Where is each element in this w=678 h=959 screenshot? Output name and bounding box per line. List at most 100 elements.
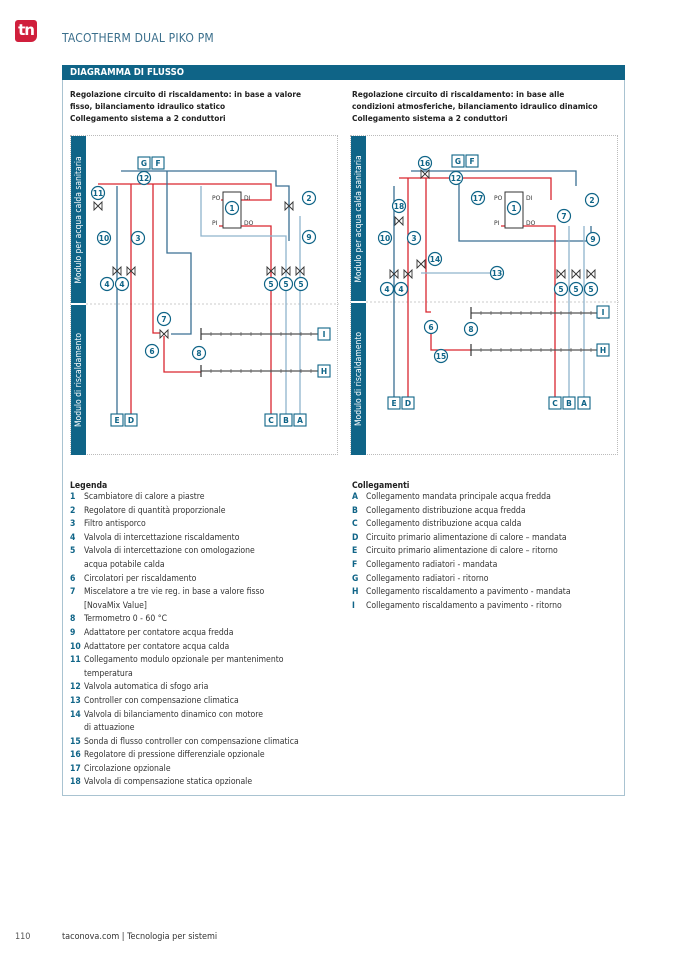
- legend-text: Filtro antisporco: [84, 518, 146, 532]
- port-label: D: [405, 399, 411, 408]
- component-10: 10: [380, 234, 390, 243]
- component-16: 16: [420, 159, 430, 168]
- component-4: 4: [119, 280, 124, 289]
- component-2: 2: [306, 194, 311, 203]
- document-title: TACOTHERM DUAL PIKO PM: [62, 31, 214, 45]
- component-marker: [433, 348, 449, 364]
- valve-icon: [159, 328, 169, 340]
- title-line: Collegamento sistema a 2 conduttori: [70, 113, 226, 123]
- legend-text-line: Collegamento modulo opzionale per manten…: [84, 655, 284, 666]
- hx-port-label: PI: [212, 220, 218, 227]
- legend-text-line: Collegamento distribuzione acqua calda: [366, 519, 522, 530]
- component-marker: [568, 281, 584, 297]
- component-8: 8: [196, 349, 201, 358]
- legend-text: Collegamento mandata principale acqua fr…: [366, 491, 551, 505]
- component-marker: [263, 276, 279, 292]
- legend-text: Collegamento riscaldamento a pavimento -…: [366, 600, 562, 614]
- component-marker: [278, 276, 294, 292]
- port-box: [451, 154, 465, 168]
- component-13: 13: [492, 269, 502, 278]
- component-marker: [99, 276, 115, 292]
- port-box: [317, 364, 331, 378]
- legend-text: Valvola di compensazione statica opziona…: [84, 776, 252, 790]
- pipe: [411, 170, 577, 186]
- valve-icon: [284, 200, 294, 212]
- legend-text-line: Circolatori per riscaldamento: [84, 573, 197, 584]
- legend-text-line: Collegamento riscaldamento a pavimento -…: [366, 587, 571, 598]
- component-marker: [224, 200, 240, 216]
- valve-icon: [394, 215, 404, 227]
- port-label: C: [268, 416, 274, 425]
- title-line: fisso, bilanciamento idraulico statico: [70, 101, 226, 111]
- component-marker: [136, 170, 152, 186]
- port-box: [137, 156, 151, 170]
- legend-text: Circolatori per riscaldamento: [84, 573, 196, 587]
- component-7: 7: [161, 315, 166, 324]
- pipe: [458, 171, 592, 242]
- legend-text-line: Regolatore di pressione differenziale op…: [84, 750, 265, 761]
- component-1: 1: [229, 204, 234, 213]
- port-label: A: [297, 416, 303, 425]
- legend-key: 16: [70, 750, 81, 761]
- valve-icon: [416, 258, 426, 270]
- component-marker: [90, 185, 106, 201]
- legend-text-line: Circolazione opzionale: [84, 763, 171, 774]
- port-box: [596, 343, 610, 357]
- legend-text-line: Sonda di flusso controller con compensaz…: [84, 736, 299, 747]
- section-title: DIAGRAMMA DI FLUSSO: [62, 65, 625, 80]
- port-label: B: [283, 416, 289, 425]
- valve-icon: [295, 265, 305, 277]
- valve-icon: [571, 268, 581, 280]
- legend-key: C: [352, 519, 358, 530]
- legend-text-line: Adattatore per contatore acqua fredda: [84, 627, 234, 638]
- legend-text: Collegamento modulo opzionale per manten…: [84, 654, 283, 681]
- port-label: D: [128, 416, 134, 425]
- port-box: [293, 413, 307, 427]
- component-17: 17: [473, 194, 483, 203]
- legend-text-line: Termometro 0 - 60 °C: [84, 614, 167, 625]
- port-box: [387, 396, 401, 410]
- legend-key: 8: [70, 614, 76, 625]
- legend-text-line: Controller con compensazione climatica: [84, 695, 239, 706]
- component-marker: [423, 319, 439, 335]
- side-label-dhw-module: Modulo per acqua calda sanitaria: [71, 136, 86, 303]
- valve-icon: [403, 268, 413, 280]
- hx-port-label: DO: [244, 220, 254, 227]
- component-9: 9: [306, 233, 311, 242]
- pipe: [219, 225, 272, 416]
- valve-icon: [112, 265, 122, 277]
- legend-text-line: Circuito primario alimentazione di calor…: [366, 546, 558, 557]
- component-marker: [114, 276, 130, 292]
- diagram-1: Modulo per acqua calda sanitaria Modulo …: [70, 135, 339, 455]
- port-label: I: [323, 330, 326, 339]
- component-11: 11: [93, 189, 103, 198]
- legend-text-line: Collegamento radiatori - mandata: [366, 559, 498, 570]
- legend-text-line: temperatura: [84, 668, 133, 679]
- component-10: 10: [99, 234, 109, 243]
- component-3: 3: [135, 234, 140, 243]
- legend-item: C Collegamento distribuzione acqua calda: [352, 518, 622, 532]
- valve-icon: [586, 268, 596, 280]
- legend-key: 12: [70, 682, 81, 693]
- legend-key: 13: [70, 695, 81, 706]
- footer-text: taconova.com | Tecnologia per sistemi: [62, 932, 218, 942]
- port-label: E: [391, 399, 396, 408]
- component-5: 5: [588, 285, 593, 294]
- legend-key: B: [352, 505, 358, 516]
- component-marker: [489, 265, 505, 281]
